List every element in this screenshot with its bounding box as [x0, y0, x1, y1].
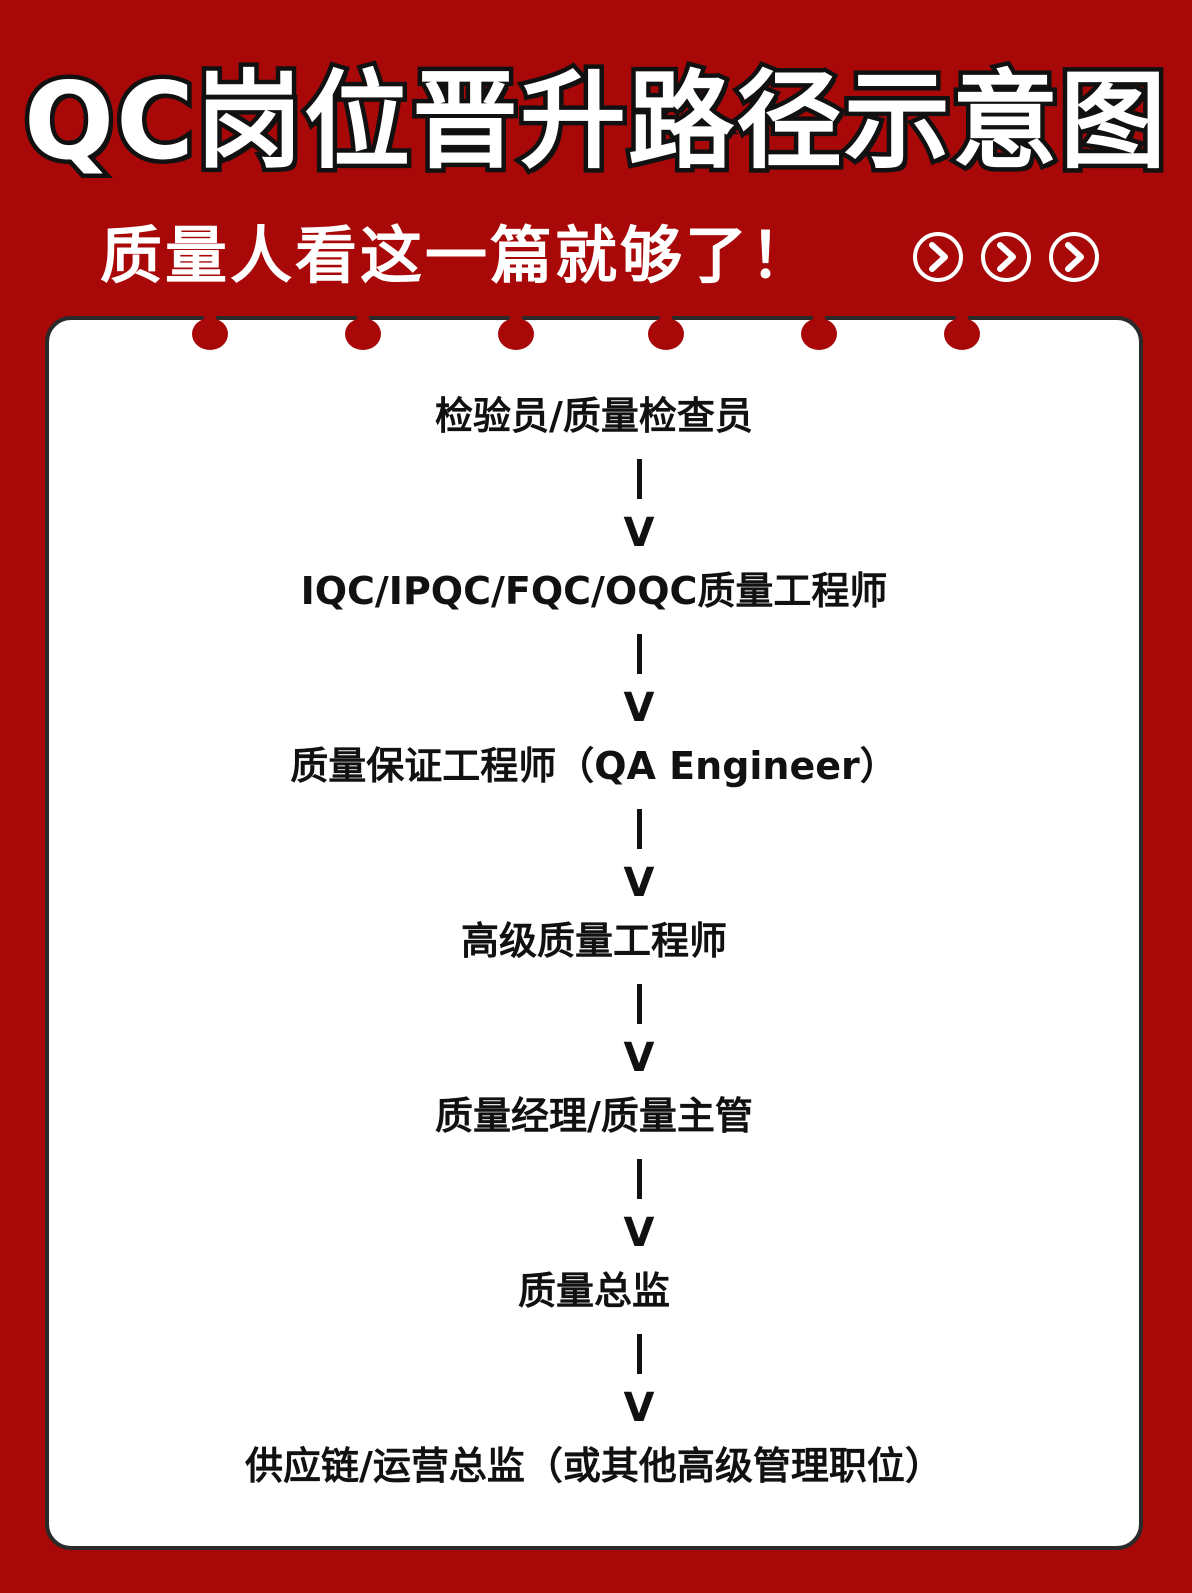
connector-arrow: V — [623, 1035, 655, 1081]
connector-line — [636, 459, 642, 499]
arrow-circle-icon — [981, 232, 1031, 282]
connector-arrow: V — [623, 685, 655, 731]
flow-connector: V — [619, 1334, 659, 1430]
flow-node: 质量经理/质量主管 — [435, 1094, 753, 1138]
binder-ring — [345, 302, 381, 350]
main-title: QC岗位晋升路径示意图 — [20, 57, 1171, 186]
binder-ring — [648, 302, 684, 350]
binder-ring — [192, 302, 228, 350]
arrow-circle-icon — [913, 232, 963, 282]
connector-line — [636, 984, 642, 1024]
connector-line — [636, 634, 642, 674]
binder-ring — [801, 302, 837, 350]
connector-arrow: V — [623, 1385, 655, 1431]
connector-arrow: V — [623, 860, 655, 906]
connector-line — [636, 809, 642, 849]
flow-connector: V — [619, 459, 659, 555]
flow-node: 质量保证工程师（QA Engineer） — [290, 744, 898, 788]
flow-node: 质量总监 — [517, 1269, 670, 1313]
connector-arrow: V — [623, 510, 655, 556]
flow-node: IQC/IPQC/FQC/OQC质量工程师 — [300, 569, 888, 613]
binder-ring — [944, 302, 980, 350]
flow-node: 检验员/质量检查员 — [435, 394, 753, 438]
flow-connector: V — [619, 809, 659, 905]
arrow-group — [912, 231, 1100, 283]
flow-connector: V — [619, 984, 659, 1080]
connector-line — [636, 1334, 642, 1374]
arrow-circle-icon — [1049, 232, 1099, 282]
connector-arrow: V — [623, 1210, 655, 1256]
binder-ring — [498, 302, 534, 350]
flow-node: 高级质量工程师 — [460, 919, 727, 963]
subtitle: 质量人看这一篇就够了！ — [100, 219, 816, 292]
content-card — [45, 316, 1143, 1550]
flow-node: 供应链/运营总监（或其他高级管理职位） — [245, 1444, 943, 1488]
connector-line — [636, 1159, 642, 1199]
flow-connector: V — [619, 1159, 659, 1255]
flow-connector: V — [619, 634, 659, 730]
